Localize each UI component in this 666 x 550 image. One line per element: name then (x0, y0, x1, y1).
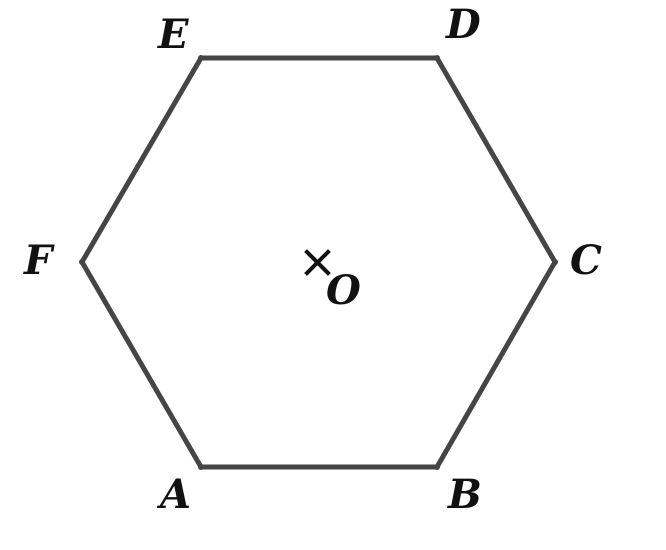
vertex-label-b: B (447, 471, 482, 518)
center-label-o: O (326, 267, 361, 314)
vertex-label-a: A (156, 471, 191, 518)
hexagon-edge-fa (79, 259, 204, 470)
hexagon-edges (79, 55, 558, 470)
vertex-point-d (434, 55, 440, 61)
vertex-label-d: D (445, 1, 481, 48)
vertex-point-f (79, 259, 85, 265)
vertex-point-b (434, 464, 440, 470)
vertex-point-a (198, 464, 204, 470)
vertex-label-c: C (570, 237, 602, 284)
center-cross-mark-icon (304, 249, 331, 276)
hexagon-edge-ef (79, 55, 204, 265)
vertex-label-e: E (157, 11, 189, 58)
hexagon-edge-cd (434, 55, 558, 265)
vertex-point-c (552, 259, 558, 265)
hexagon-edge-bc (434, 259, 558, 470)
vertex-point-e (198, 55, 204, 61)
hexagon-vertex-points (79, 55, 558, 470)
vertex-label-f: F (23, 237, 55, 284)
